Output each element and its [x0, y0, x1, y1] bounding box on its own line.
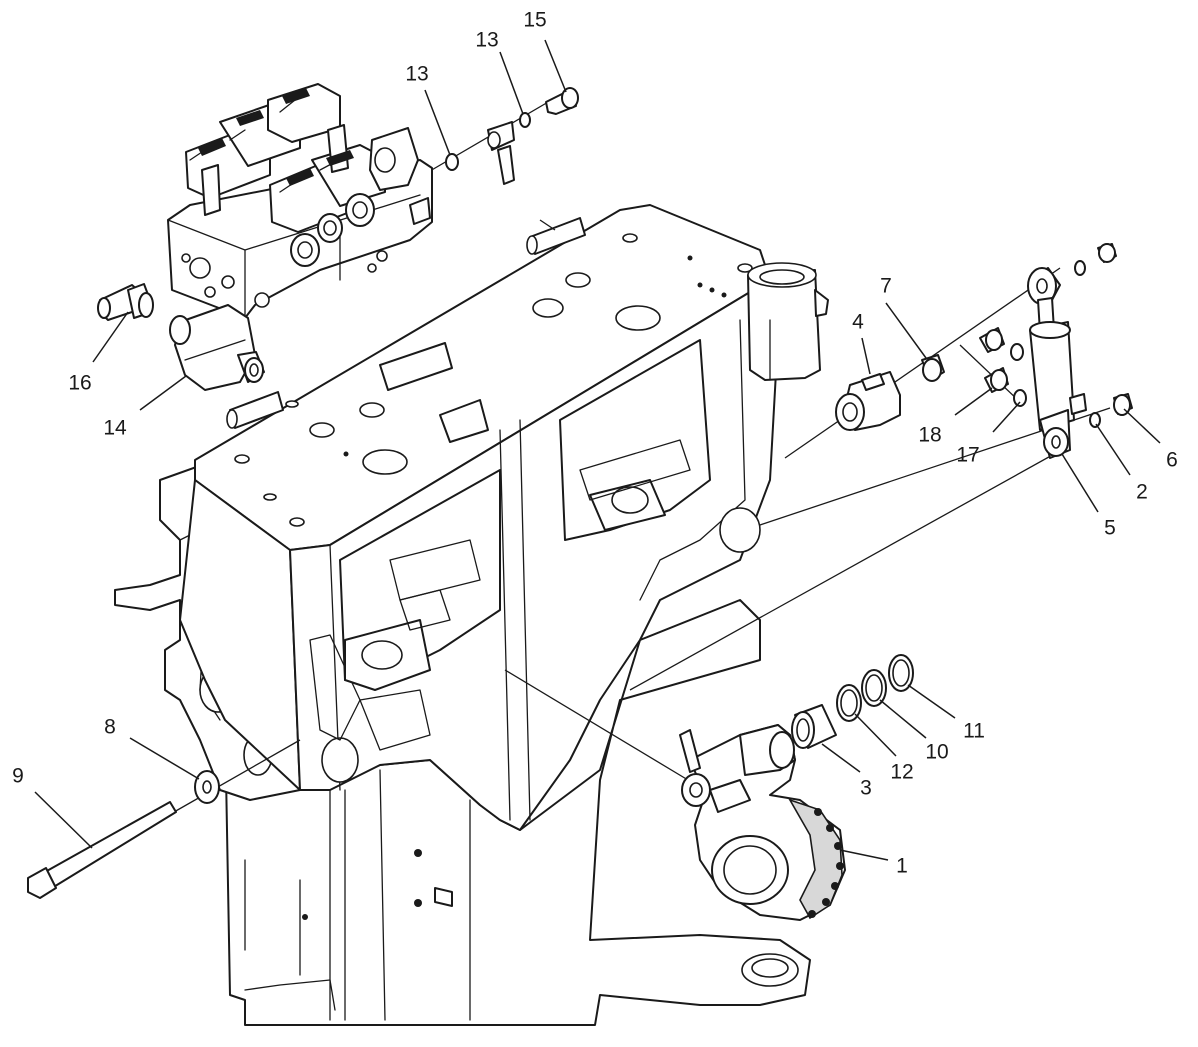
- callout-15: 15: [523, 8, 547, 32]
- valve-block: [167, 83, 433, 319]
- rotary-actuator: [679, 724, 846, 921]
- spacer-and-rings: [791, 654, 914, 749]
- bushing-assembly: [835, 354, 945, 431]
- accumulator-and-fitting: [97, 283, 265, 391]
- callout-18: 18: [918, 423, 942, 447]
- bolt-and-washer: [27, 770, 220, 899]
- callout-16: 16: [68, 371, 92, 395]
- callout-9: 9: [12, 764, 24, 788]
- callout-10: 10: [925, 740, 949, 764]
- callout-6: 6: [1166, 448, 1178, 472]
- hydraulic-cylinder: [979, 243, 1133, 459]
- callout-11: 11: [963, 719, 985, 743]
- callout-14: 14: [103, 416, 127, 440]
- callout-7: 7: [880, 274, 892, 298]
- callout-1: 1: [896, 854, 908, 878]
- callout-13-top: 13: [475, 28, 499, 52]
- callout-2: 2: [1136, 480, 1148, 504]
- leader-lines: [34, 39, 1161, 861]
- top-fittings: [445, 87, 579, 185]
- callout-8: 8: [104, 715, 116, 739]
- callout-17: 17: [956, 443, 980, 467]
- callout-5: 5: [1104, 516, 1116, 540]
- callout-12: 12: [890, 760, 914, 784]
- main-frame: [114, 204, 829, 1026]
- callout-4: 4: [852, 310, 864, 334]
- callout-13-left: 13: [405, 62, 429, 86]
- callout-3: 3: [860, 776, 872, 800]
